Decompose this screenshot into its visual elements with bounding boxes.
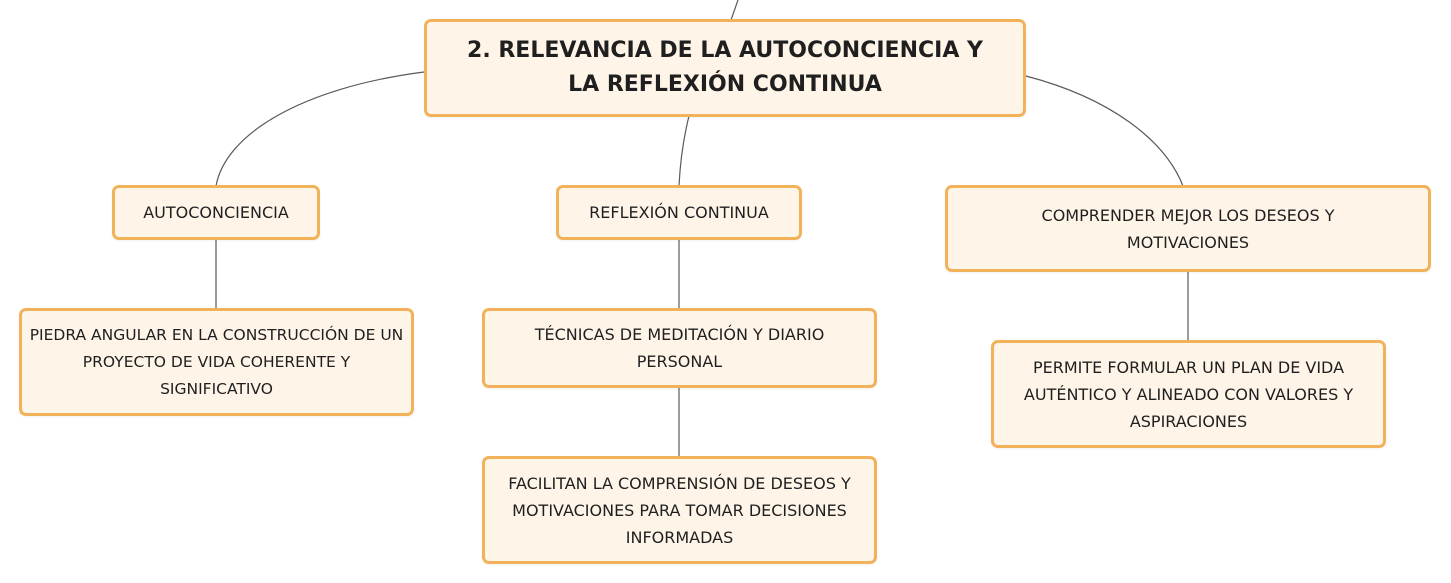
connector-central-to-autoconciencia (215, 71, 425, 187)
child-piedra-angular[interactable]: PIEDRA ANGULAR EN LA CONSTRUCCIÓN DE UN … (19, 308, 414, 416)
central-topic-text: 2. RELEVANCIA DE LA AUTOCONCIENCIA Y LA … (467, 38, 983, 97)
child-piedra-angular-text: PIEDRA ANGULAR EN LA CONSTRUCCIÓN DE UN … (29, 325, 404, 398)
child-permite-formular-text: PERMITE FORMULAR UN PLAN DE VIDA AUTÉNTI… (1023, 357, 1354, 431)
child-tecnicas-meditacion-text: TÉCNICAS DE MEDITACIÓN Y DIARIO PERSONAL (534, 325, 825, 371)
child-facilitan-comprension[interactable]: FACILITAN LA COMPRENSIÓN DE DESEOS Y MOT… (482, 456, 877, 564)
child-facilitan-comprension-text: FACILITAN LA COMPRENSIÓN DE DESEOS Y MOT… (508, 473, 851, 547)
branch-comprender-deseos[interactable]: COMPRENDER MEJOR LOS DESEOS Y MOTIVACION… (945, 185, 1431, 272)
branch-autoconciencia[interactable]: AUTOCONCIENCIA (112, 185, 320, 240)
branch-reflexion-continua-text: REFLEXIÓN CONTINUA (589, 203, 769, 222)
branch-reflexion-continua[interactable]: REFLEXIÓN CONTINUA (556, 185, 802, 240)
branch-autoconciencia-text: AUTOCONCIENCIA (143, 203, 289, 222)
connector-central-to-reflexion (678, 115, 690, 187)
central-topic[interactable]: 2. RELEVANCIA DE LA AUTOCONCIENCIA Y LA … (424, 19, 1026, 117)
connector-from-parent (730, 0, 739, 21)
connector-central-to-comprender (1025, 75, 1184, 187)
child-permite-formular[interactable]: PERMITE FORMULAR UN PLAN DE VIDA AUTÉNTI… (991, 340, 1386, 448)
child-tecnicas-meditacion[interactable]: TÉCNICAS DE MEDITACIÓN Y DIARIO PERSONAL (482, 308, 877, 388)
branch-comprender-deseos-text: COMPRENDER MEJOR LOS DESEOS Y MOTIVACION… (1041, 205, 1335, 252)
